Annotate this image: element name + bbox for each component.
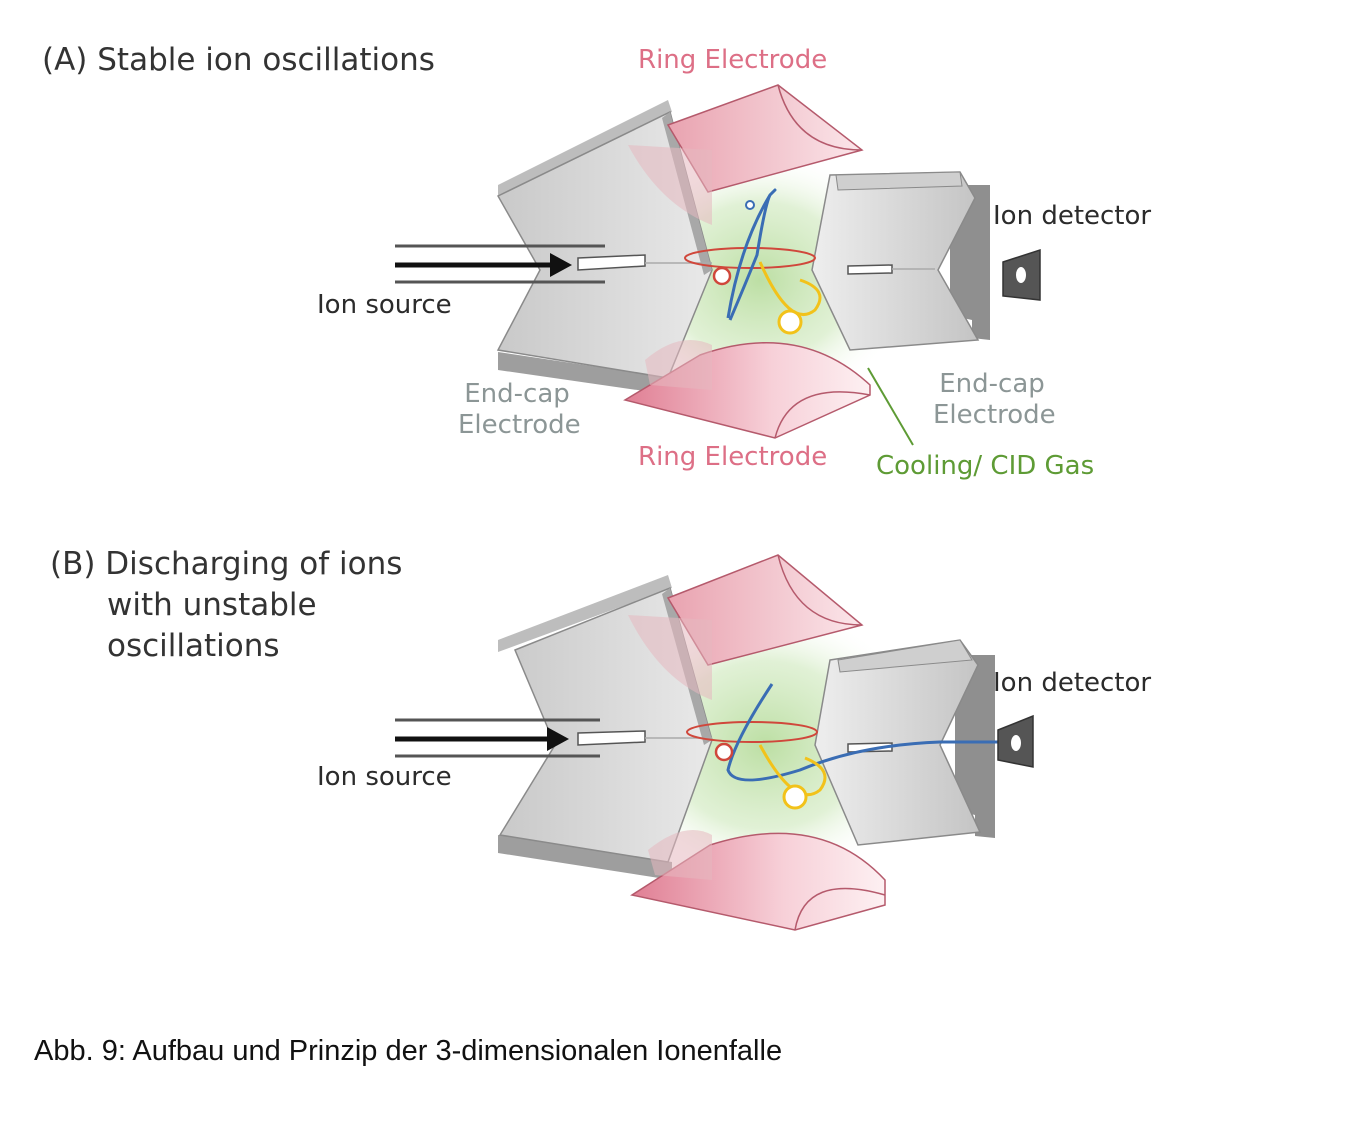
ion-detector-a <box>1002 248 1041 301</box>
ion-source-label-b: Ion source <box>317 762 452 792</box>
panel-b-title-line-3: oscillations <box>107 628 280 664</box>
panel-b-title-line-2: with unstable <box>107 587 317 623</box>
panel-a-diagram <box>395 84 1041 446</box>
ion-trajectories <box>686 683 1008 810</box>
beam-arrow-icon <box>550 253 572 277</box>
endcap-right-label-line-1: End-cap <box>939 369 1045 399</box>
endcap-left-label-line-2: Electrode <box>458 410 581 441</box>
ring-electrode-bottom <box>623 340 871 439</box>
endcap-left-label: End-cap Electrode <box>458 379 581 441</box>
figure-caption: Abb. 9: Aufbau und Prinzip der 3-dimensi… <box>34 1035 783 1067</box>
ring-electrode-bottom-label: Ring Electrode <box>638 442 828 472</box>
panel-b-title-line-1: (B) Discharging of ions <box>50 546 403 582</box>
ring-electrode-top <box>628 554 864 700</box>
ion-detector-b <box>997 714 1034 768</box>
ring-electrode-bottom <box>630 830 886 931</box>
beam-arrow-icon <box>547 727 569 751</box>
ion-source-label-a: Ion source <box>317 290 452 320</box>
ion-trajectories <box>684 188 822 335</box>
ion-source-beam <box>395 244 935 284</box>
endcap-right-label-line-2: Electrode <box>933 400 1056 431</box>
gas-label: Cooling/ CID Gas <box>876 451 1095 481</box>
ring-electrode-top-label: Ring Electrode <box>638 45 828 75</box>
endcap-right-label: End-cap Electrode <box>933 369 1056 431</box>
panel-b-diagram <box>395 554 1034 931</box>
ion-detector-label-b: Ion detector <box>993 668 1152 698</box>
panel-a-title: (A) Stable ion oscillations <box>42 42 435 78</box>
endcap-electrode-right <box>811 171 990 351</box>
ion-detector-label-a: Ion detector <box>993 201 1152 231</box>
gas-pointer-line <box>867 367 914 446</box>
ring-electrode-top <box>628 84 864 225</box>
endcap-left-label-line-1: End-cap <box>464 379 570 409</box>
